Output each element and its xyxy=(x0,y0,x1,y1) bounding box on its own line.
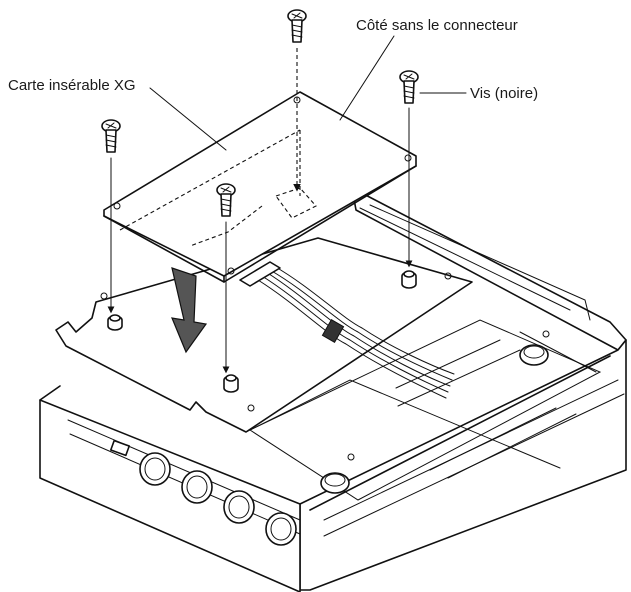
midi-port-icon xyxy=(265,512,297,546)
standoff xyxy=(107,314,123,331)
rubber-foot xyxy=(519,344,549,366)
callout-leader xyxy=(339,35,395,121)
midi-port-icon xyxy=(223,490,255,524)
connector-cable xyxy=(257,265,455,399)
screw-label: Vis (noire) xyxy=(470,85,538,102)
switch-icon xyxy=(109,439,131,457)
screw-icon xyxy=(101,119,121,153)
rubber-foot xyxy=(320,472,350,494)
xg-card xyxy=(103,91,417,287)
midi-port-icon xyxy=(139,452,171,486)
screw-icon xyxy=(287,9,307,43)
insert-direction-arrow xyxy=(171,267,208,354)
midi-port-icon xyxy=(181,470,213,504)
side-label: Côté sans le connecteur xyxy=(356,17,518,34)
mounting-plate xyxy=(55,237,473,433)
screw-icon xyxy=(399,70,419,104)
callout-leader xyxy=(149,87,227,151)
screw-icon xyxy=(216,183,236,217)
compartment-floor xyxy=(245,204,602,501)
standoff xyxy=(223,374,239,393)
card-label: Carte insérable XG xyxy=(8,77,136,94)
standoff xyxy=(401,270,417,289)
